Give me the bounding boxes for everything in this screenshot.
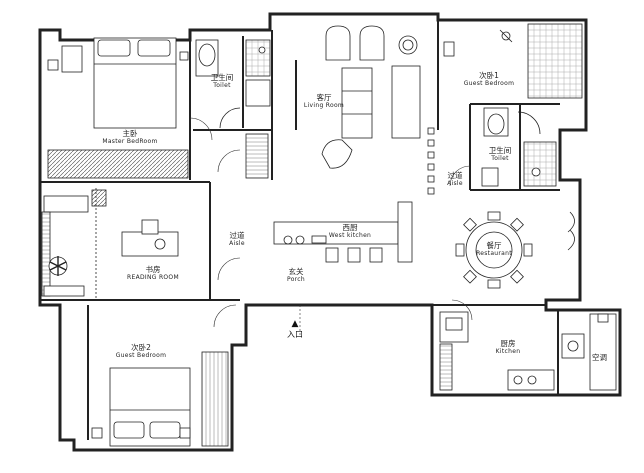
label-zh: 厨房 (500, 339, 516, 348)
label-master-bedroom: 主卧 Master BedRoom (100, 130, 160, 146)
guest-bedroom-2-furniture (91, 351, 229, 447)
label-zh: 客厅 (316, 93, 332, 102)
label-zh: 次卧2 (131, 343, 151, 352)
label-guest-bedroom-2: 次卧2 Guest Bedroom (106, 344, 176, 360)
label-reading-room: 书房 READING ROOM (122, 266, 184, 282)
label-en: Living Room (303, 102, 345, 109)
house-arrow-icon: ▲ (291, 319, 299, 329)
guest-bedroom-1-furniture (443, 23, 583, 135)
label-en: READING ROOM (127, 274, 179, 281)
label-toilet-1: 卫生间 Toilet (200, 74, 244, 90)
toilet-1-fixtures (195, 39, 271, 179)
label-restaurant: 餐厅 Restaurant (474, 242, 514, 258)
label-zh: 过道 (229, 231, 245, 240)
label-aisle-right: 过道 Aisle (440, 172, 470, 188)
kitchen-furniture (439, 311, 617, 391)
label-zh: 西厨 (342, 223, 358, 232)
label-zh: 餐厅 (486, 241, 502, 250)
label-en: Guest Bedroom (463, 80, 515, 87)
west-kitchen-furniture (273, 201, 413, 263)
entrance-marker: ▲ 入口 (282, 320, 308, 340)
air-conditioner-label: 空调 (592, 353, 607, 362)
label-zh: 次卧1 (479, 71, 499, 80)
label-en: Toilet (213, 82, 231, 89)
living-room-furniture (321, 25, 435, 195)
label-kitchen: 厨房 Kitchen (486, 340, 530, 356)
door-swings (189, 117, 473, 335)
label-living-room: 客厅 Living Room (302, 94, 346, 110)
label-porch: 玄关 Porch (278, 268, 314, 284)
label-zh: 书房 (145, 265, 161, 274)
toilet-2-fixtures (481, 107, 557, 187)
reading-room-furniture (41, 188, 179, 300)
label-toilet-2: 卫生间 Toilet (478, 147, 522, 163)
entrance-label: 入口 (287, 330, 303, 339)
label-en: Aisle (229, 240, 245, 247)
label-en: Toilet (491, 155, 509, 162)
label-zh: 过道 (447, 171, 463, 180)
label-en: Porch (286, 276, 305, 283)
interior-walls (40, 20, 560, 440)
outer-walls (38, 12, 622, 452)
label-en: Guest Bedroom (115, 352, 167, 359)
label-zh: 玄关 (288, 267, 304, 276)
label-en: Restaurant (476, 250, 512, 257)
label-zh: 主卧 (122, 129, 138, 138)
master-bedroom-furniture (47, 37, 189, 179)
label-en: Master BedRoom (102, 138, 158, 145)
label-en: Kitchen (495, 348, 521, 355)
label-guest-bedroom-1: 次卧1 Guest Bedroom (454, 72, 524, 88)
label-west-kitchen: 西厨 West kitchen (322, 224, 378, 240)
label-en: West kitchen (328, 232, 372, 239)
label-zh: 卫生间 (210, 73, 234, 82)
label-zh: 卫生间 (488, 146, 512, 155)
label-en: Aisle (447, 180, 463, 187)
restaurant-furniture (455, 211, 575, 289)
label-aisle-center: 过道 Aisle (222, 232, 252, 248)
